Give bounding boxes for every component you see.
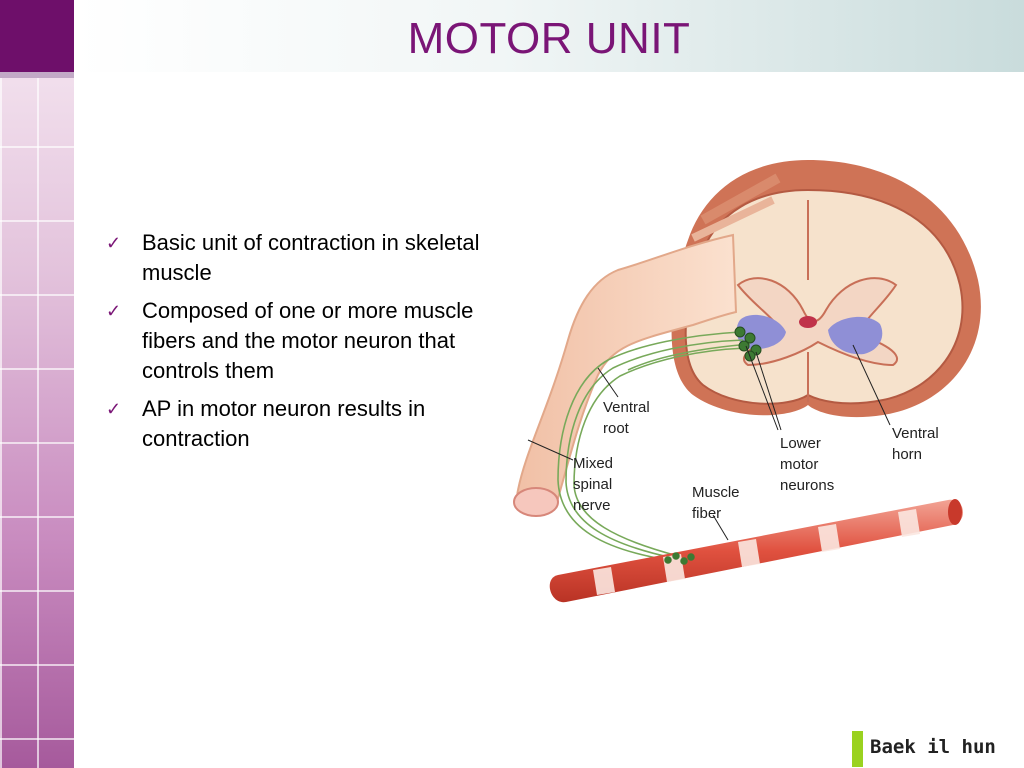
bullet-item: ✓ Basic unit of contraction in skeletal m…: [106, 228, 486, 288]
label-lower-motor-neurons: Lower motor neurons: [780, 435, 834, 494]
label-muscle-fiber: Muscle fiber: [692, 484, 744, 522]
bullet-text: Composed of one or more muscle fibers an…: [142, 298, 474, 383]
bullet-list: ✓ Basic unit of contraction in skeletal m…: [106, 228, 486, 462]
footer-credit: Baek il hun: [852, 729, 1024, 768]
bullet-text: Basic unit of contraction in skeletal mu…: [142, 230, 480, 285]
bullet-item: ✓ Composed of one or more muscle fibers a…: [106, 296, 486, 386]
label-leader-lines: [527, 344, 891, 541]
checkmark-icon: ✓: [106, 301, 122, 321]
label-ventral-horn: Ventral horn: [892, 425, 943, 463]
checkmark-icon: ✓: [106, 399, 122, 419]
sidebar-decoration: [0, 0, 74, 768]
checkmark-icon: ✓: [106, 233, 122, 253]
bullet-text: AP in motor neuron results in contractio…: [142, 396, 426, 451]
footer-accent-bar: [852, 731, 863, 767]
corner-block: [0, 0, 74, 72]
corner-stripe: [0, 72, 74, 78]
slide-title: MOTOR UNIT: [407, 14, 691, 63]
footer-author: Baek il hun: [870, 736, 996, 758]
nerve-cross-section: [513, 487, 559, 517]
muscle-fiber: [549, 499, 964, 603]
label-mixed-spinal-nerve: Mixed spinal nerve: [573, 455, 617, 514]
bullet-item: ✓ AP in motor neuron results in contracti…: [106, 394, 486, 454]
label-ventral-root: Ventral root: [603, 399, 654, 437]
neuromuscular-junction: [664, 552, 695, 565]
motor-unit-illustration: Ventral root Mixed spinal nerve Muscle f…: [513, 160, 981, 603]
motor-axons: [557, 331, 751, 561]
title-bar: [74, 0, 1024, 72]
